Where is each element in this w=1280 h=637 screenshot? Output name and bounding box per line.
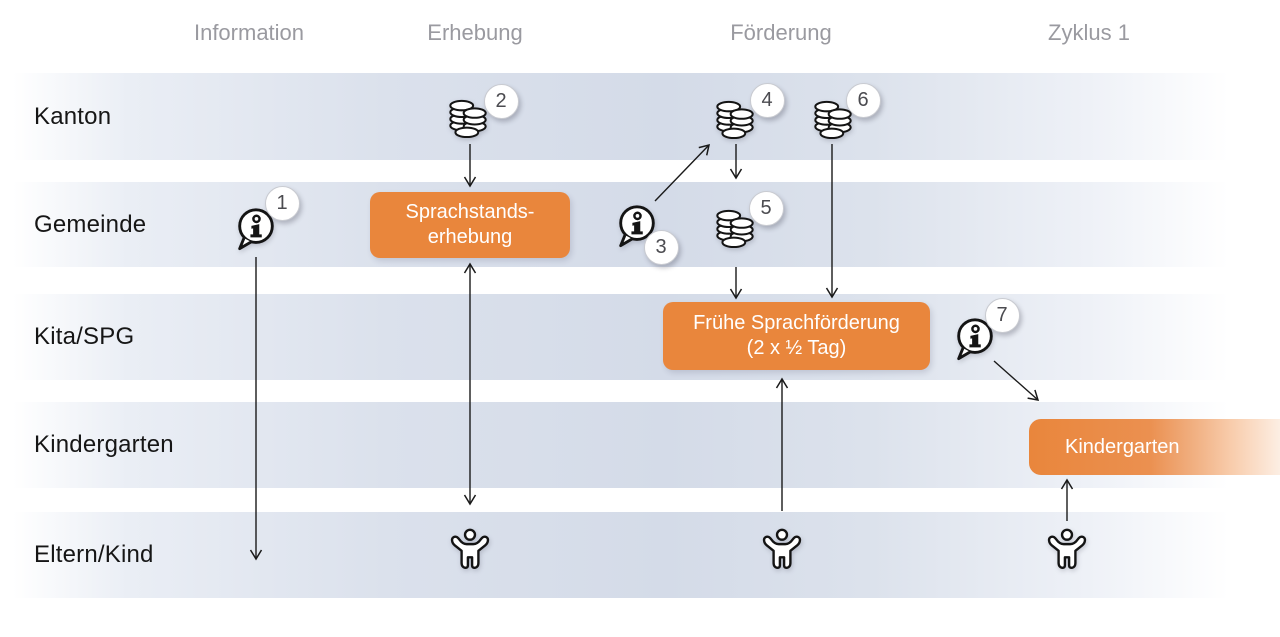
coins-icon <box>716 100 754 140</box>
lane-band-eltern-kind <box>0 512 1280 598</box>
lane-band-kanton <box>0 73 1280 160</box>
coins-icon <box>814 100 852 140</box>
info-speech-bubble-icon <box>238 208 274 251</box>
box-fruehe-sprachfoerderung: Frühe Sprachförderung (2 x ½ Tag) <box>663 302 930 370</box>
step-badge-7: 7 <box>984 297 1020 333</box>
step-badge-5: 5 <box>748 190 784 226</box>
box-fruehe-sprachfoerderung-line: (2 x ½ Tag) <box>746 337 847 359</box>
lane-band-kita-spg <box>0 294 1280 380</box>
column-header-zyklus-1: Zyklus 1 <box>1048 20 1130 45</box>
step-badge-3: 3 <box>643 229 679 265</box>
lane-label-eltern-kind: Eltern/Kind <box>34 541 154 568</box>
info-speech-bubble-icon <box>619 205 655 248</box>
column-header-foerderung: Förderung <box>730 20 832 45</box>
info-speech-bubble-icon <box>957 318 993 361</box>
lane-label-kindergarten: Kindergarten <box>34 431 174 458</box>
box-sprachstandserhebung: Sprachstands-erhebung <box>370 192 570 258</box>
box-sprachstandserhebung-line: erhebung <box>427 226 513 248</box>
person-raised-arms-icon <box>1047 528 1087 569</box>
column-header-information: Information <box>193 20 305 45</box>
lane-label-kanton: Kanton <box>34 102 112 130</box>
step-badge-2: 2 <box>483 83 519 119</box>
step-badge-1: 1 <box>264 185 300 221</box>
box-fruehe-sprachfoerderung-line: Frühe Sprachförderung <box>693 312 900 334</box>
coins-icon <box>716 209 754 249</box>
step-badge-6: 6 <box>845 82 881 118</box>
coins-icon <box>449 99 487 139</box>
person-raised-arms-icon <box>762 528 802 569</box>
step-badge-4: 4 <box>749 82 785 118</box>
column-header-erhebung: Erhebung <box>427 20 523 45</box>
box-kindergarten-box: Kindergarten <box>1029 419 1280 475</box>
box-kindergarten-box-line: Kindergarten <box>1065 435 1180 458</box>
lane-label-kita-spg: Kita/SPG <box>34 323 135 350</box>
person-raised-arms-icon <box>450 528 490 569</box>
lane-label-gemeinde: Gemeinde <box>34 210 147 238</box>
box-sprachstandserhebung-line: Sprachstands- <box>405 201 535 223</box>
